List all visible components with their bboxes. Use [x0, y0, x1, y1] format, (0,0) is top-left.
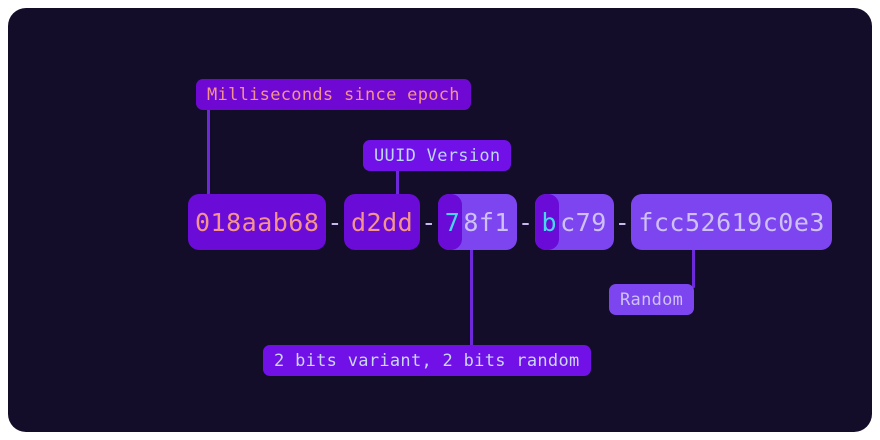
uuid-separator: -	[327, 207, 343, 237]
uuid-separator: -	[614, 207, 631, 237]
uuid-segment-text: 8f1	[463, 207, 510, 237]
uuid-separator: -	[421, 207, 437, 237]
diagram-canvas: Milliseconds since epoch UUID Version 2 …	[8, 8, 872, 432]
uuid-separator: -	[517, 207, 534, 237]
uuid-segment-random-node: fcc52619c0e3	[631, 194, 832, 250]
label-random: Random	[609, 284, 695, 315]
uuid-segment-variant-group: b c79	[534, 194, 614, 250]
uuid-string: 018aab68 - d2dd - 7 8f1 - b c79 - fcc526…	[188, 194, 832, 250]
uuid-segment-timestamp-high: 018aab68	[188, 194, 327, 250]
uuid-segment-text: fcc52619c0e3	[638, 207, 825, 237]
uuid-segment-text: 018aab68	[195, 207, 320, 237]
uuid-segment-timestamp-low: d2dd	[343, 194, 421, 250]
label-uuid-version: UUID Version	[363, 140, 512, 171]
connector-timestamp	[207, 108, 210, 200]
uuid-segment-text: c79	[560, 207, 607, 237]
uuid-variant-nibble: b	[534, 194, 560, 250]
label-variant-bits: 2 bits variant, 2 bits random	[263, 345, 591, 376]
connector-variant	[470, 246, 473, 349]
uuid-segment-version-group: 7 8f1	[437, 194, 517, 250]
uuid-segment-text: d2dd	[350, 207, 414, 237]
connector-version	[396, 169, 399, 201]
label-milliseconds-since-epoch: Milliseconds since epoch	[196, 79, 471, 110]
uuid-version-nibble: 7	[437, 194, 463, 250]
connector-random	[692, 246, 695, 288]
